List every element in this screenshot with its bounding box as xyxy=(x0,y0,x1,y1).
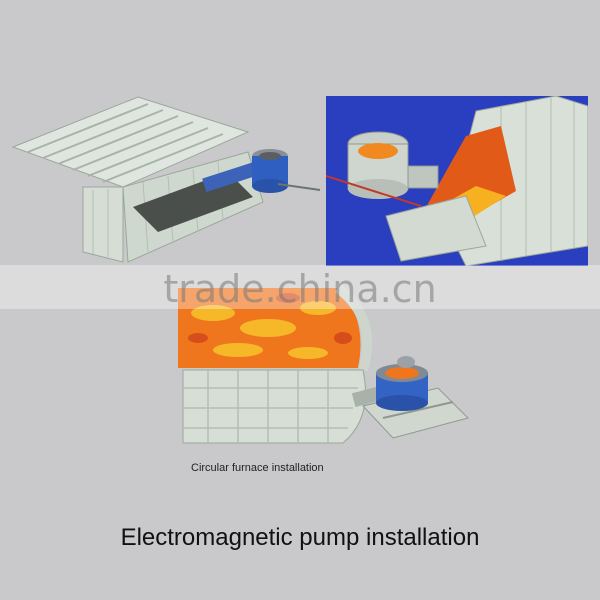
circular-furnace-caption: Circular furnace installation xyxy=(191,462,324,474)
watermark-text: trade.china.cn xyxy=(163,267,437,311)
main-caption: Electromagnetic pump installation xyxy=(120,524,480,551)
watermark-band xyxy=(0,265,600,309)
long-furnace-illustration xyxy=(11,96,321,263)
circular-furnace-illustration xyxy=(178,284,469,444)
cutaway-furnace-illustration xyxy=(326,96,588,266)
